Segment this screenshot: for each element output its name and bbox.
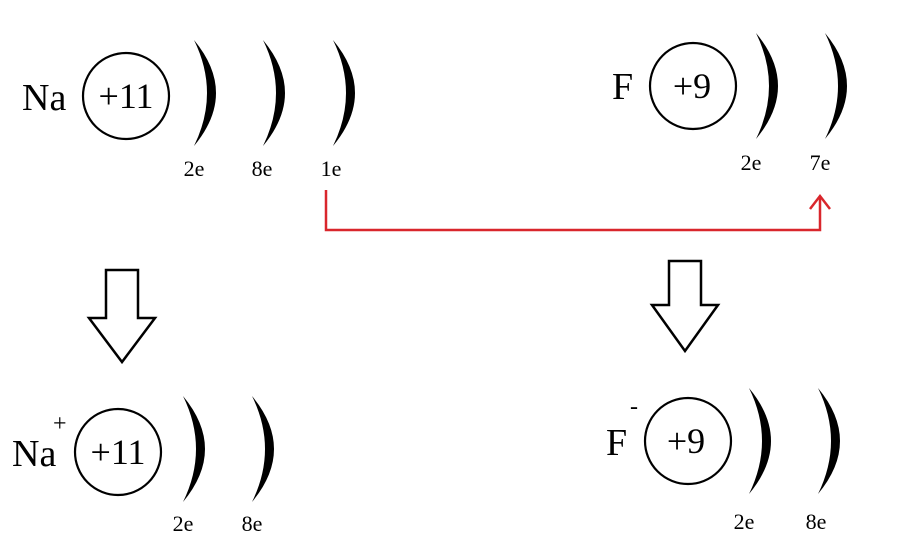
- f-atom-charge: +9: [673, 66, 711, 106]
- electron-transfer-arrowhead: [809, 193, 831, 210]
- f-ion-nucleus: [643, 396, 733, 486]
- f-atom-shell-2: [825, 33, 847, 139]
- na-atom-shell-3: [333, 40, 355, 146]
- f-ion: F - +9 2e 8e: [606, 388, 840, 534]
- f-atom-shell-2-label: 7e: [810, 150, 831, 175]
- na-atom: Na +11 2e 8e 1e: [22, 40, 355, 181]
- na-atom-symbol: Na: [22, 77, 66, 119]
- na-ion-shell-1: [183, 396, 205, 502]
- down-arrow-icon: [86, 268, 158, 365]
- f-atom-shell-1: [756, 33, 778, 139]
- na-atom-shell-2: [263, 40, 285, 146]
- na-atom-charge: +11: [99, 76, 154, 116]
- f-atom-nucleus: [648, 41, 738, 131]
- na-ion: Na + +11 2e 8e: [12, 396, 274, 536]
- na-ion-shell-2: [252, 396, 274, 502]
- na-ion-shell-1-label: 2e: [173, 511, 194, 536]
- na-atom-shell-1: [194, 40, 216, 146]
- f-ion-shell-1: [749, 388, 771, 494]
- f-atom: F +9 2e 7e: [612, 33, 847, 175]
- electron-transfer-path: [324, 190, 822, 232]
- f-ion-symbol: F: [606, 422, 627, 464]
- na-atom-shell-3-label: 1e: [321, 156, 342, 181]
- f-ion-shell-2: [818, 388, 840, 494]
- na-ion-shell-2-label: 8e: [242, 511, 263, 536]
- f-atom-symbol: F: [612, 66, 633, 108]
- f-atom-shell-1-label: 2e: [741, 150, 762, 175]
- na-ion-charge: +11: [91, 432, 146, 472]
- na-ion-superscript: +: [53, 411, 67, 437]
- down-arrow-icon: [649, 259, 721, 354]
- f-ion-shell-1-label: 2e: [734, 509, 755, 534]
- electron-transfer-arrow: [324, 190, 831, 232]
- f-ion-shell-2-label: 8e: [806, 509, 827, 534]
- f-ion-superscript: -: [630, 394, 638, 420]
- na-atom-shell-2-label: 8e: [252, 156, 273, 181]
- f-ion-charge: +9: [667, 421, 705, 461]
- na-ion-symbol: Na: [12, 433, 56, 475]
- na-ion-nucleus: [73, 407, 163, 497]
- na-atom-shell-1-label: 2e: [184, 156, 205, 181]
- na-atom-nucleus: [81, 51, 171, 141]
